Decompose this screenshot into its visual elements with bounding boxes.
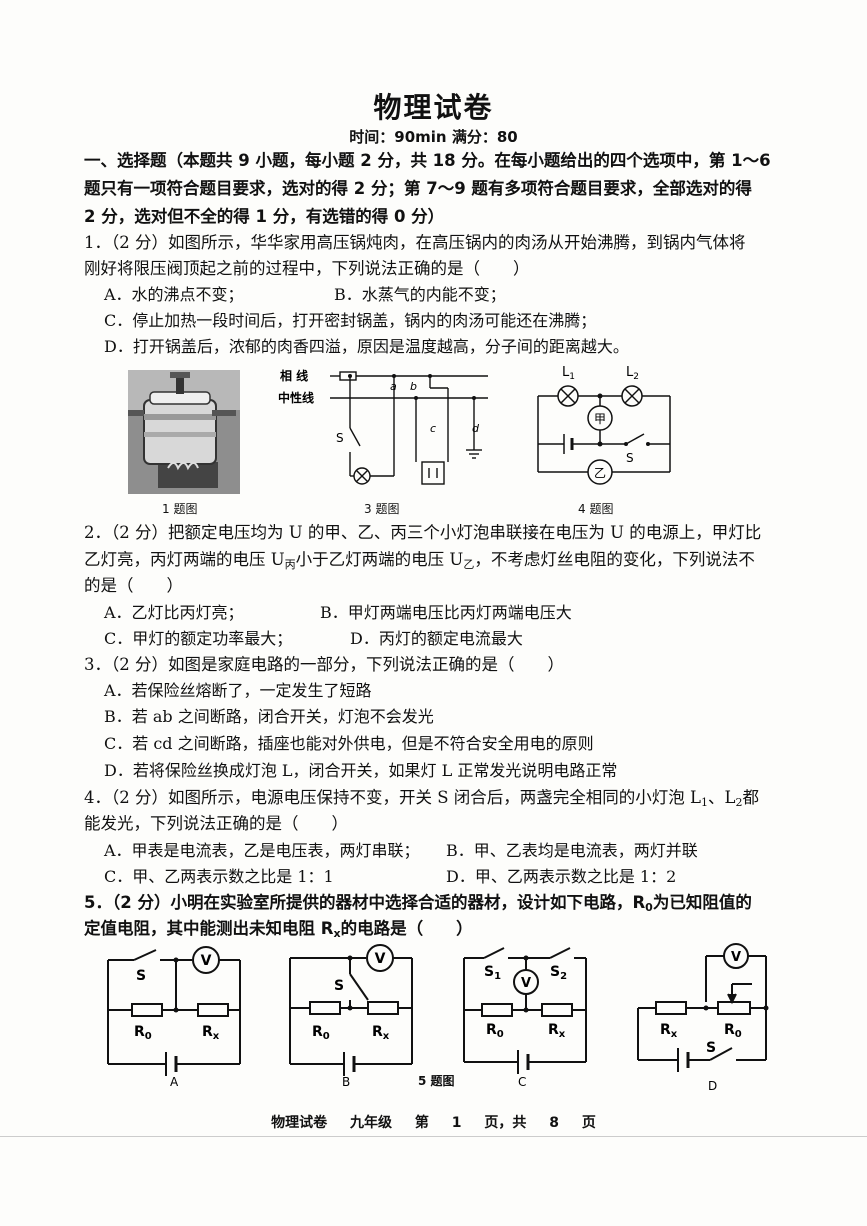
label-point-a: a [390, 380, 397, 393]
q3-option-c: C．若 cd 之间断路，插座也能对外供电，但是不符合安全用电的原则 [104, 734, 594, 753]
fig1-pressure-cooker-photo [128, 370, 240, 494]
option-label-c: C [518, 1075, 526, 1089]
label-switch-s: S [626, 451, 634, 465]
q2-option-d: D．丙灯的额定电流最大 [350, 629, 523, 648]
footer-subject: 物理试卷 [271, 1115, 328, 1131]
label-switch-s: S [136, 968, 146, 984]
q2-option-a: A．乙灯比丙灯亮； [104, 603, 244, 622]
label-l2: L2 [626, 365, 639, 382]
voltmeter-label: V [521, 976, 531, 991]
fig3-household-circuit: 相 线 中性线 a b c d S [278, 368, 488, 485]
section-header-line-2: 题只有一项符合题目要求，选对的得 2 分；第 7～9 题有多项符合题目要求，全部… [84, 179, 752, 198]
q4-stem-line-2: 能发光，下列说法正确的是（ ） [84, 814, 348, 833]
q2-stem-line-2: 乙灯亮，丙灯两端的电压 U丙小于乙灯两端的电压 U乙，不考虑灯丝电阻的变化，下列… [84, 550, 755, 571]
footer-grade: 九年级 [350, 1115, 392, 1131]
label-r0: R0 [312, 1024, 330, 1042]
label-r0: R0 [134, 1024, 152, 1042]
fig4-lamp-circuit: L1 L2 甲 乙 S [537, 365, 671, 485]
q4-option-d: D．甲、乙两表示数之比是 1：2 [446, 867, 677, 886]
q2-option-b: B．甲灯两端电压比丙灯两端电压大 [320, 603, 572, 622]
option-label-a: A [170, 1075, 179, 1089]
label-rx: Rx [548, 1022, 566, 1040]
label-switch-s: S [334, 978, 344, 994]
label-rx: Rx [372, 1024, 390, 1042]
q1-option-d: D．打开锅盖后，浓郁的肉香四溢，原因是温度越高，分子间的距离越大。 [104, 337, 629, 356]
section-header-line-3: 2 分，选对但不全的得 1 分，有选错的得 0 分） [84, 207, 445, 226]
q1-option-a: A．水的沸点不变； [104, 285, 244, 304]
q2-option-c: C．甲灯的额定功率最大； [104, 629, 293, 648]
label-r0: R0 [486, 1022, 504, 1040]
q5-circuit-c: V S1 S2 R0 Rx C [463, 947, 587, 1089]
q3-option-d: D．若将保险丝换成灯泡 L，闭合开关，如果灯 L 正常发光说明电路正常 [104, 761, 618, 780]
q5-stem-line-1: 5．（2 分）小明在实验室所提供的器材中选择合适的器材，设计如下电路，R0为已知… [84, 893, 752, 914]
fig5-caption: 5 题图 [418, 1074, 455, 1088]
q5-circuit-a: V S R0 Rx A [107, 946, 241, 1089]
section-header-line-1: 一、选择题（本题共 9 小题，每小题 2 分，共 18 分。在每小题给出的四个选… [84, 151, 771, 170]
fig1-caption: 1 题图 [162, 502, 198, 516]
label-point-d: d [472, 422, 480, 435]
meter-jia-label: 甲 [594, 412, 606, 426]
q4-option-b: B．甲、乙表均是电流表，两灯并联 [446, 841, 698, 860]
fig3-caption: 3 题图 [364, 502, 400, 516]
q5-circuit-b: V S R0 Rx B [289, 944, 413, 1089]
option-label-d: D [708, 1079, 717, 1093]
q4-option-a: A．甲表是电流表，乙是电压表，两灯串联； [104, 841, 420, 860]
voltmeter-label: V [731, 950, 741, 965]
label-switch-s: S [336, 431, 344, 445]
fig4-caption: 4 题图 [578, 502, 614, 516]
label-neutral-wire: 中性线 [278, 390, 314, 405]
q4-option-c: C．甲、乙两表示数之比是 1：1 [104, 867, 334, 886]
q1-option-c: C．停止加热一段时间后，打开密封锅盖，锅内的肉汤可能还在沸腾； [104, 311, 597, 330]
page-footer: 物理试卷 九年级 第 1 页，共 8 页 [0, 1112, 867, 1132]
footer-page-number: 第 1 页，共 8 页 [414, 1115, 596, 1131]
q2-stem-line-3: 的是（ ） [84, 576, 183, 595]
label-rx: Rx [660, 1022, 678, 1040]
q5-stem-line-2: 定值电阻，其中能测出未知电阻 Rx的电路是（ ） [84, 919, 473, 940]
q5-circuit-d: V Rx R0 S D [637, 943, 769, 1093]
q1-stem-line-1: 1．（2 分）如图所示，华华家用高压锅炖肉，在高压锅内的肉汤从开始沸腾，到锅内气… [84, 233, 746, 252]
meter-yi-label: 乙 [594, 466, 606, 480]
page-title: 物理试卷 [373, 91, 494, 124]
q3-option-a: A．若保险丝熔断了，一定发生了短路 [104, 681, 372, 700]
label-l1: L1 [562, 365, 575, 382]
q2-stem-line-1: 2．（2 分）把额定电压均为 U 的甲、乙、丙三个小灯泡串联接在电压为 U 的电… [84, 523, 762, 542]
exam-meta: 时间：90min 满分：80 [349, 128, 518, 146]
label-s1: S1 [484, 964, 501, 982]
footer-divider [0, 1136, 867, 1137]
label-rx: Rx [202, 1024, 220, 1042]
q1-stem-line-2: 刚好将限压阀顶起之前的过程中，下列说法正确的是（ ） [84, 259, 530, 278]
label-s2: S2 [550, 964, 567, 982]
voltmeter-label: V [375, 951, 386, 967]
q3-option-b: B．若 ab 之间断路，闭合开关，灯泡不会发光 [104, 707, 434, 726]
q3-stem: 3．（2 分）如图是家庭电路的一部分，下列说法正确的是（ ） [84, 655, 564, 674]
label-live-wire: 相 线 [280, 368, 308, 383]
voltmeter-label: V [201, 953, 212, 969]
label-point-c: c [430, 422, 436, 435]
q1-option-b: B．水蒸气的内能不变； [334, 285, 506, 304]
option-label-b: B [342, 1075, 350, 1089]
label-point-b: b [410, 380, 417, 393]
label-switch-s: S [706, 1040, 716, 1056]
q4-stem-line-1: 4．（2 分）如图所示，电源电压保持不变，开关 S 闭合后，两盏完全相同的小灯泡… [84, 788, 759, 809]
label-r0: R0 [724, 1022, 742, 1040]
